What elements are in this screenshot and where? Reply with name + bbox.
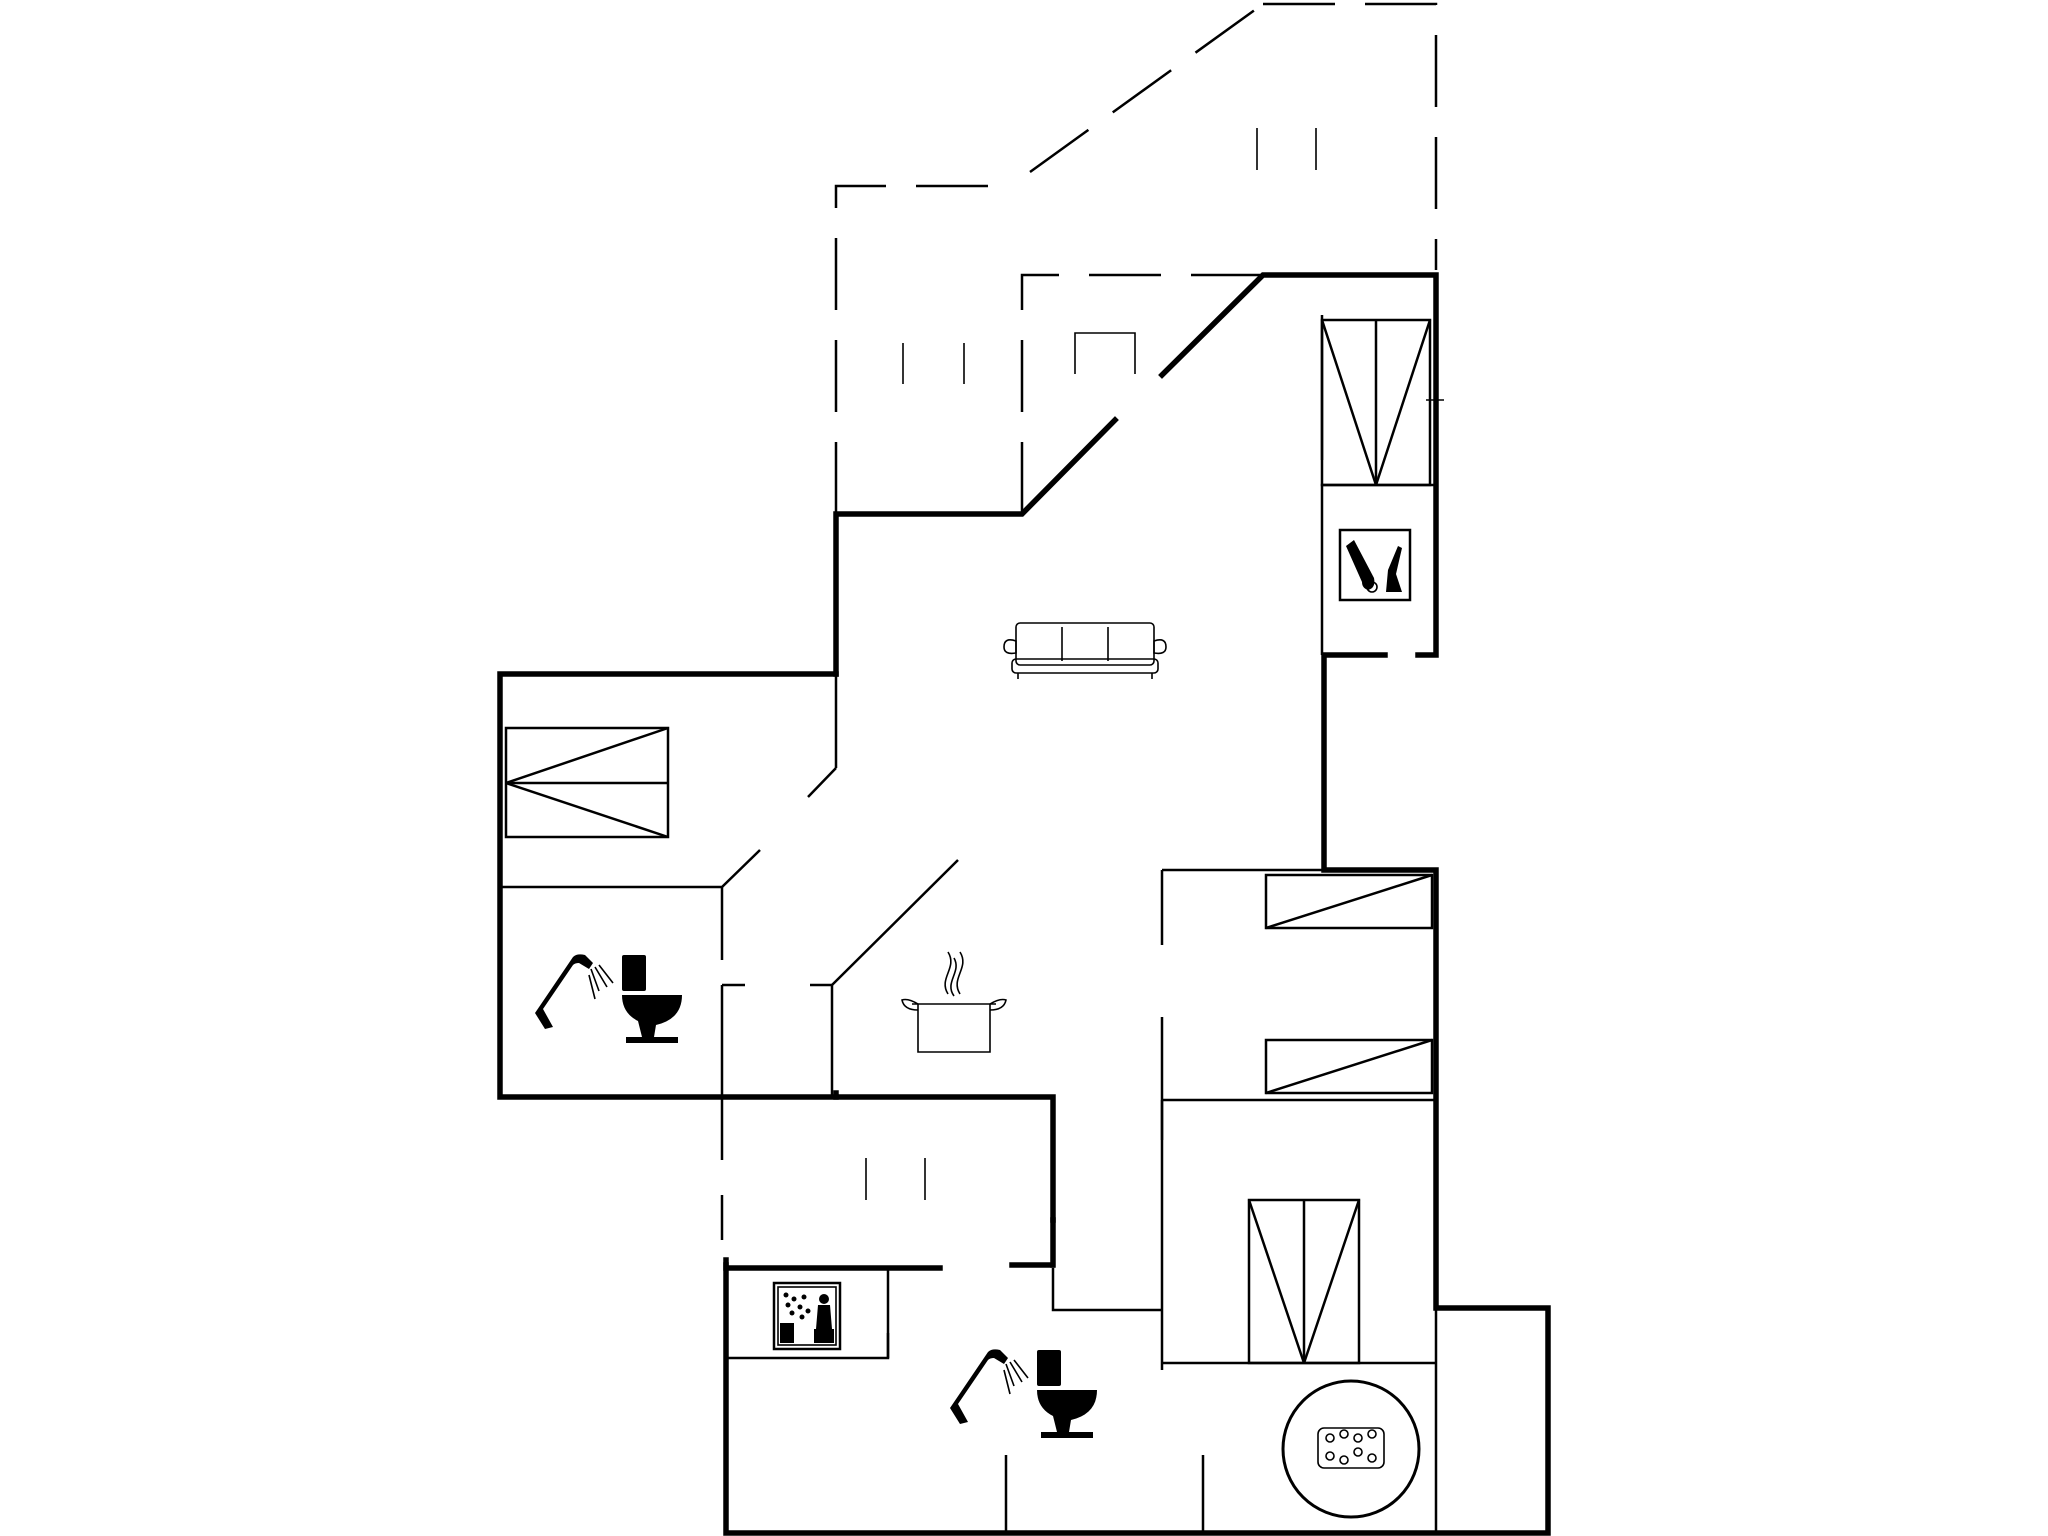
shower-icon xyxy=(950,1349,1029,1424)
terrace-outlines xyxy=(834,2,1438,514)
toilet-icon xyxy=(1037,1350,1097,1438)
bed-east-bottom xyxy=(1264,1038,1434,1095)
bed-east-top xyxy=(1264,873,1434,930)
exterior-walls xyxy=(497,272,1551,1536)
whirlpool-icon xyxy=(1281,1379,1421,1519)
toilet-icon xyxy=(622,955,682,1043)
sauna-icon xyxy=(772,1281,842,1351)
bed-west xyxy=(504,726,670,839)
bed-south xyxy=(1247,1198,1361,1365)
shower-icon xyxy=(535,954,614,1029)
sofa-icon xyxy=(1003,622,1167,679)
bed-north xyxy=(1320,318,1444,487)
cooking-pot-icon xyxy=(901,951,1007,1053)
washing-machine-icon xyxy=(1338,528,1412,602)
interior-walls xyxy=(500,315,1438,1533)
